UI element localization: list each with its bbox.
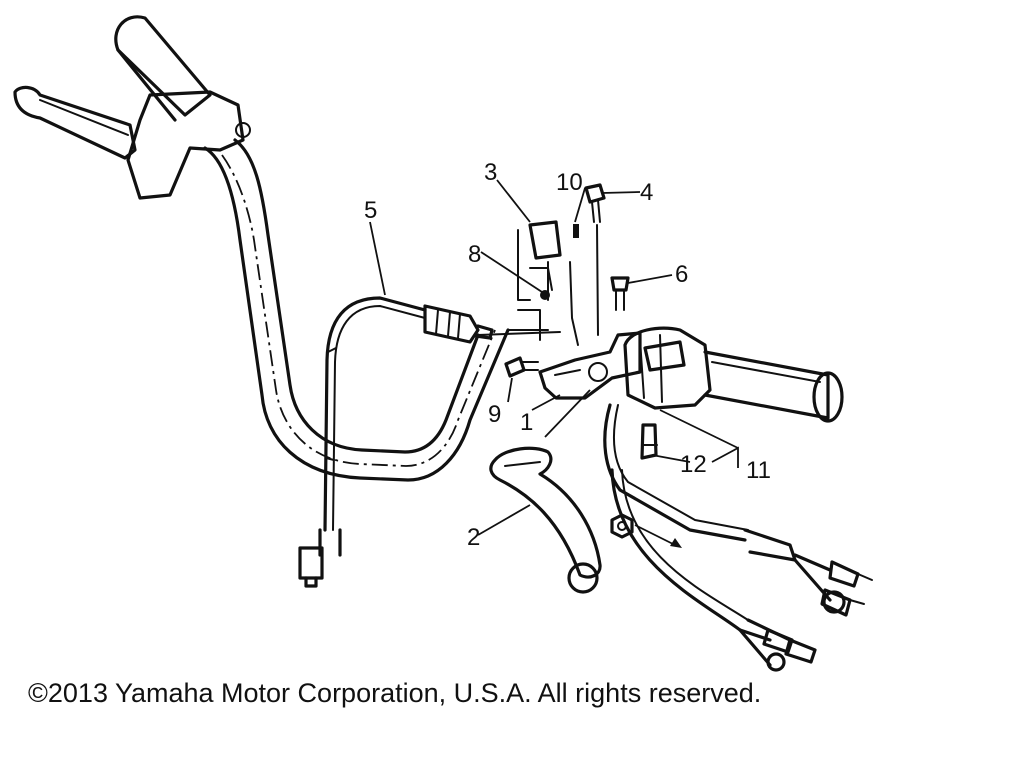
left-grip-assembly — [13, 15, 251, 200]
part-12-screw — [640, 423, 658, 460]
leader-lines — [369, 179, 739, 536]
nut — [610, 513, 634, 539]
part-8-pin — [540, 290, 550, 300]
callout-2: 2 — [467, 524, 480, 551]
part-11-switch-housing — [623, 326, 712, 410]
part-3-holder — [517, 220, 579, 346]
arrow — [634, 524, 682, 548]
part-4-bolt — [584, 183, 606, 336]
part-1-lever-holder — [538, 331, 642, 400]
callout-1: 1 — [520, 409, 533, 436]
callout-8: 8 — [468, 241, 481, 268]
part-5-cable — [298, 296, 494, 588]
throttle-grip — [703, 350, 844, 423]
callout-9: 9 — [488, 401, 501, 428]
callout-11: 11 — [746, 457, 771, 484]
handlebar — [203, 138, 561, 482]
callout-10: 10 — [556, 169, 583, 196]
part-2-lever — [489, 446, 602, 594]
callout-3: 3 — [484, 159, 497, 186]
part-9-screw — [504, 356, 539, 378]
callout-labels: 5 3 10 4 8 6 9 1 12 11 2 — [364, 159, 771, 551]
callout-4: 4 — [640, 179, 653, 206]
callout-5: 5 — [364, 197, 377, 224]
callout-12: 12 — [680, 451, 707, 478]
part-10-pin — [573, 224, 579, 238]
callout-6: 6 — [675, 261, 688, 288]
copyright-notice: ©2013 Yamaha Motor Corporation, U.S.A. A… — [28, 678, 762, 708]
part-6-bolt — [610, 276, 630, 311]
wiring-harness — [603, 403, 873, 672]
